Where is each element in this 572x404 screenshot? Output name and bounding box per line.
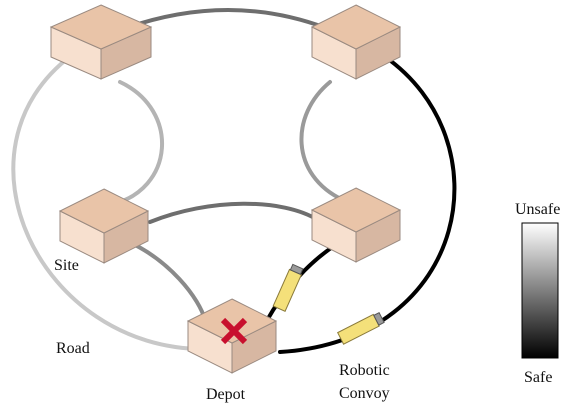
road-middle — [148, 201, 320, 224]
scale-bottom-label: Safe — [524, 369, 552, 386]
box-top-face — [49, 4, 153, 50]
site-box-middle-left — [58, 188, 150, 264]
box-top-face — [310, 187, 402, 233]
box-top-face — [186, 298, 278, 344]
road-left-outer — [11, 53, 207, 352]
convoy-cap — [289, 263, 304, 276]
scale-top-label: Unsafe — [515, 201, 560, 218]
road-site-depot — [118, 236, 207, 322]
robotic-convoy-vehicle-1 — [272, 263, 304, 312]
site-boxes — [49, 4, 402, 374]
convoy-body — [337, 313, 380, 345]
depot-label: Depot — [206, 386, 246, 403]
robotic-convoy-vehicle-2 — [337, 311, 385, 345]
convoy-body — [272, 268, 303, 312]
road-depot-east — [264, 244, 336, 324]
depot-box — [186, 298, 278, 374]
road-left-inner — [108, 80, 165, 207]
box-top-face — [310, 4, 402, 50]
road-top — [124, 8, 328, 30]
site-box-top-left — [49, 4, 153, 80]
road-label: Road — [56, 340, 90, 357]
site-box-middle-right — [310, 187, 402, 263]
box-top-face — [58, 188, 150, 234]
road-right-inner — [299, 80, 345, 202]
red-cross-icon — [220, 317, 248, 345]
site-label: Site — [54, 257, 79, 274]
convoy-label-line2: Convoy — [339, 385, 390, 402]
safety-scale-bar — [521, 222, 559, 359]
convoy-cap — [373, 311, 385, 326]
convoy-label-line1: Robotic — [339, 362, 390, 379]
site-box-top-right — [310, 4, 402, 80]
